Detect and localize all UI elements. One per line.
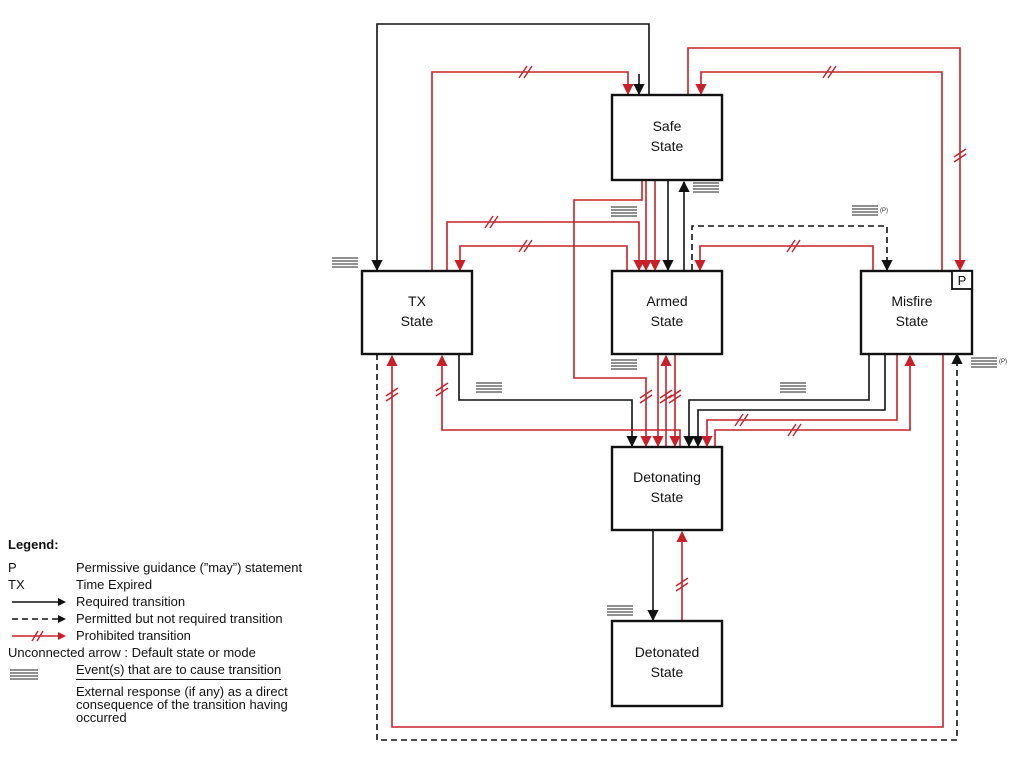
event-mark [607, 605, 633, 616]
prohibited-misfire-to-safe [695, 71, 943, 270]
prohibited-misfire-to-detonating [701, 354, 898, 448]
arrow-safe-to-tx [371, 23, 650, 272]
prohibited-safe-to-detonating [573, 180, 652, 448]
state-label-line2: State [651, 138, 684, 154]
prohibited-detonating-to-misfire [714, 354, 916, 446]
legend-desc-permitted: Permitted but not required transition [76, 611, 283, 626]
state-label-line1: Detonated [635, 644, 700, 660]
prohibited-hatch-marks [385, 65, 967, 592]
legend-desc-tx: Time Expired [76, 577, 153, 592]
legend-key-p: P [8, 560, 17, 575]
legend-row-event: Event(s) that are to cause transition [8, 661, 348, 681]
legend-row-unconnected: Unconnected arrow : Default state or mod… [8, 644, 348, 661]
event-mark [476, 382, 502, 393]
state-label-line2: State [651, 664, 684, 680]
required-transitions [371, 23, 886, 622]
prohibited-arrow-icon [12, 630, 66, 642]
event-annotations: (P) (P) [332, 182, 1007, 616]
legend-desc-unconnected: Unconnected arrow : Default state or mod… [8, 645, 256, 660]
legend-row-required: Required transition [8, 593, 348, 610]
prohibited-tx-to-safe [431, 71, 634, 270]
legend-title: Legend: [8, 537, 59, 552]
state-label-line1: Armed [646, 293, 687, 309]
prohibited-tx-to-armed [446, 221, 645, 272]
dashed-armed-to-misfire [691, 225, 893, 272]
legend-row-prohibited: Prohibited transition [8, 627, 348, 644]
legend-desc-event: Event(s) that are to cause transition [76, 661, 282, 680]
state-safe: Safe State [610, 93, 724, 182]
legend-key-tx: TX [8, 577, 25, 592]
legend-desc-required: Required transition [76, 594, 186, 609]
legend-desc-response: External response (if any) as a direct c… [76, 684, 288, 725]
permitted-transitions [376, 225, 963, 741]
prohibited-armed-to-tx [454, 245, 628, 272]
event-mark [332, 257, 358, 268]
dashed-tx-to-misfire [376, 352, 963, 741]
state-label-line2: State [896, 313, 929, 329]
event-mark [693, 182, 719, 193]
event-annotation-icon [10, 669, 38, 680]
event-mark [611, 359, 637, 370]
legend-row-permitted: Permitted but not required transition [8, 610, 348, 627]
event-mark [611, 206, 637, 217]
state-tx: TX State [360, 269, 474, 356]
prohibited-safe-to-misfire [687, 47, 966, 272]
event-mark [971, 357, 997, 368]
legend-desc-prohibited: Prohibited transition [76, 628, 191, 643]
prohibited-misfire-to-armed [694, 245, 874, 272]
prohibited-detonating-to-tx-loop [386, 354, 944, 728]
event-permissive-marker: (P) [880, 208, 888, 214]
permissive-badge: P [958, 273, 967, 288]
legend: Legend: P Permissive guidance (”may”) st… [8, 536, 348, 725]
legend-row-response: External response (if any) as a direct c… [8, 681, 348, 725]
state-label-line1: Safe [653, 118, 682, 134]
event-mark [780, 382, 806, 393]
arrow-misfire-to-detonating-b [692, 354, 886, 448]
arrow-tx-to-detonating [458, 354, 638, 448]
arrow-misfire-to-detonating-a [683, 354, 870, 448]
state-armed: Armed State [610, 269, 724, 356]
dashed-arrow-icon [12, 615, 66, 623]
state-label-line2: State [651, 489, 684, 505]
event-mark [852, 205, 878, 216]
state-label-line2: State [651, 313, 684, 329]
state-detonating: Detonating State [610, 445, 724, 532]
prohibited-detonating-to-tx [436, 354, 681, 446]
event-permissive-marker: (P) [999, 359, 1007, 365]
state-label-line2: State [401, 313, 434, 329]
required-arrow-icon [12, 598, 66, 606]
state-label-line1: TX [408, 293, 427, 309]
state-detonated: Detonated State [610, 619, 724, 708]
legend-row-tx: TX Time Expired [8, 576, 348, 593]
state-misfire: Misfire State P [859, 269, 974, 356]
prohibited-transitions [386, 47, 966, 728]
permissive-badge-box [951, 270, 973, 290]
legend-desc-p: Permissive guidance (”may”) statement [76, 560, 303, 575]
state-label-line1: Misfire [891, 293, 932, 309]
state-label-line1: Detonating [633, 469, 701, 485]
legend-row-p: P Permissive guidance (”may”) statement [8, 559, 348, 576]
